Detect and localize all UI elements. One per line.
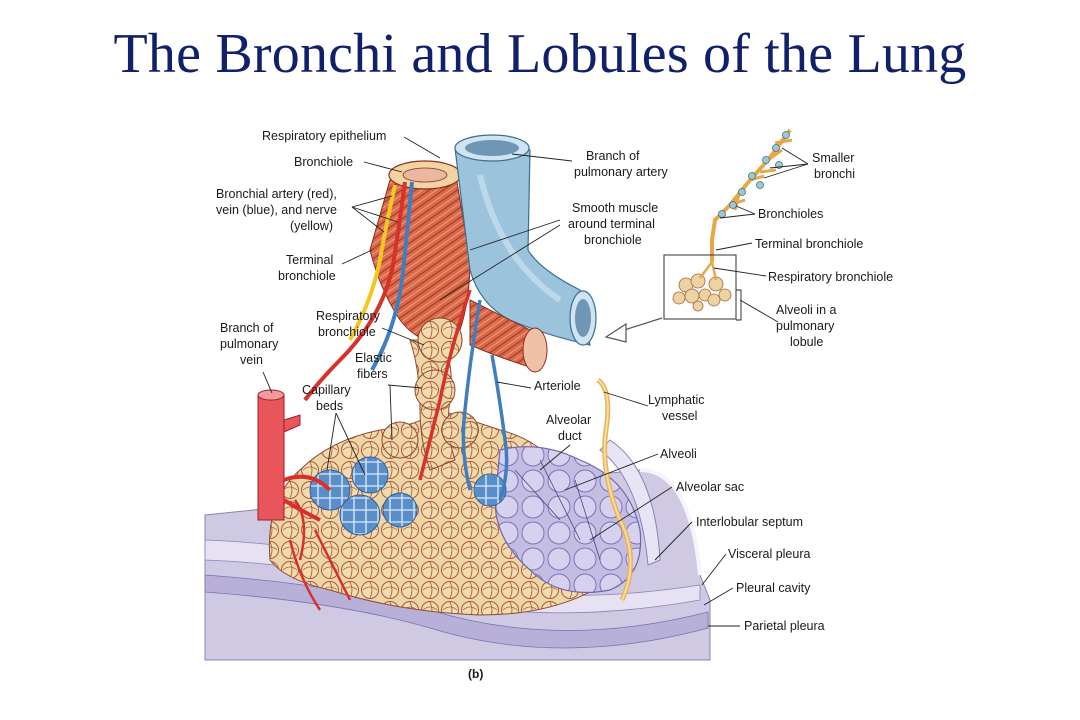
label-bronchiole: Bronchiole (294, 155, 353, 169)
label-alveoli-lobule-line1: Alveoli in a (776, 303, 836, 317)
label-branch-pulmonary-vein-line2: pulmonary (220, 337, 279, 351)
label-bronchial-artery-line1: Bronchial artery (red), (216, 187, 337, 201)
label-alveolar-duct-line2: duct (558, 429, 582, 443)
label-lymphatic-vessel-line1: Lymphatic (648, 393, 705, 407)
label-inset-terminal-bronchiole: Terminal bronchiole (755, 237, 863, 251)
label-terminal-bronchiole-line1: Terminal (286, 253, 333, 267)
label-respiratory-epithelium: Respiratory epithelium (262, 129, 386, 143)
label-interlobular-septum: Interlobular septum (696, 515, 803, 529)
label-bronchial-artery-line2: vein (blue), and nerve (216, 203, 337, 217)
label-branch-pulmonary-artery-line2: pulmonary artery (574, 165, 669, 179)
label-visceral-pleura: Visceral pleura (728, 547, 811, 561)
label-alveoli-lobule-line2: pulmonary (776, 319, 835, 333)
alveolar-sac (494, 446, 642, 594)
label-alveolar-sac: Alveolar sac (676, 480, 744, 494)
inset-arrow-icon (604, 322, 627, 343)
arteriole (490, 354, 509, 501)
label-capillary-beds-line2: beds (316, 399, 343, 413)
label-smooth-muscle-line2: around terminal (568, 217, 655, 231)
label-respiratory-bronchiole-line1: Respiratory (316, 309, 381, 323)
label-bronchial-artery-line3: (yellow) (290, 219, 333, 233)
bronchial-vessels (303, 181, 509, 501)
label-alveoli: Alveoli (660, 447, 697, 461)
label-arteriole: Arteriole (534, 379, 581, 393)
figure-tag: (b) (468, 667, 483, 681)
label-smooth-muscle-line1: Smooth muscle (572, 201, 658, 215)
label-terminal-bronchiole-line2: bronchiole (278, 269, 336, 283)
label-elastic-fibers-line2: fibers (357, 367, 388, 381)
label-branch-pulmonary-vein-line1: Branch of (220, 321, 274, 335)
label-branch-pulmonary-vein-line3: vein (240, 353, 263, 367)
terminal-bronchiole-trunk (369, 160, 479, 471)
smooth-muscle-segment (469, 299, 548, 373)
label-parietal-pleura: Parietal pleura (744, 619, 825, 633)
diagram-labels: Respiratory epithelium Bronchiole Bronch… (216, 129, 893, 681)
label-smaller-bronchi-line2: bronchi (814, 167, 855, 181)
label-bronchioles: Bronchioles (758, 207, 823, 221)
label-respiratory-bronchiole-line2: bronchiole (318, 325, 376, 339)
leader-lines (262, 136, 809, 627)
inset-lobule-box (663, 254, 737, 320)
label-branch-pulmonary-artery-line1: Branch of (586, 149, 640, 163)
label-alveolar-duct-line1: Alveolar (546, 413, 591, 427)
pulmonary-vein (257, 389, 332, 522)
label-pleural-cavity: Pleural cavity (736, 581, 811, 595)
label-capillary-beds-line1: Capillary (302, 383, 351, 397)
page-title: The Bronchi and Lobules of the Lung (113, 23, 967, 85)
interlobular-septum (599, 439, 661, 566)
label-elastic-fibers-line1: Elastic (355, 351, 392, 365)
label-inset-respiratory-bronchiole: Respiratory bronchiole (768, 270, 893, 284)
pulmonary-artery-branch (454, 134, 597, 346)
label-smooth-muscle-line3: bronchiole (584, 233, 642, 247)
label-alveoli-lobule-line3: lobule (790, 335, 823, 349)
label-smaller-bronchi-line1: Smaller (812, 151, 854, 165)
label-lymphatic-vessel-line2: vessel (662, 409, 697, 423)
